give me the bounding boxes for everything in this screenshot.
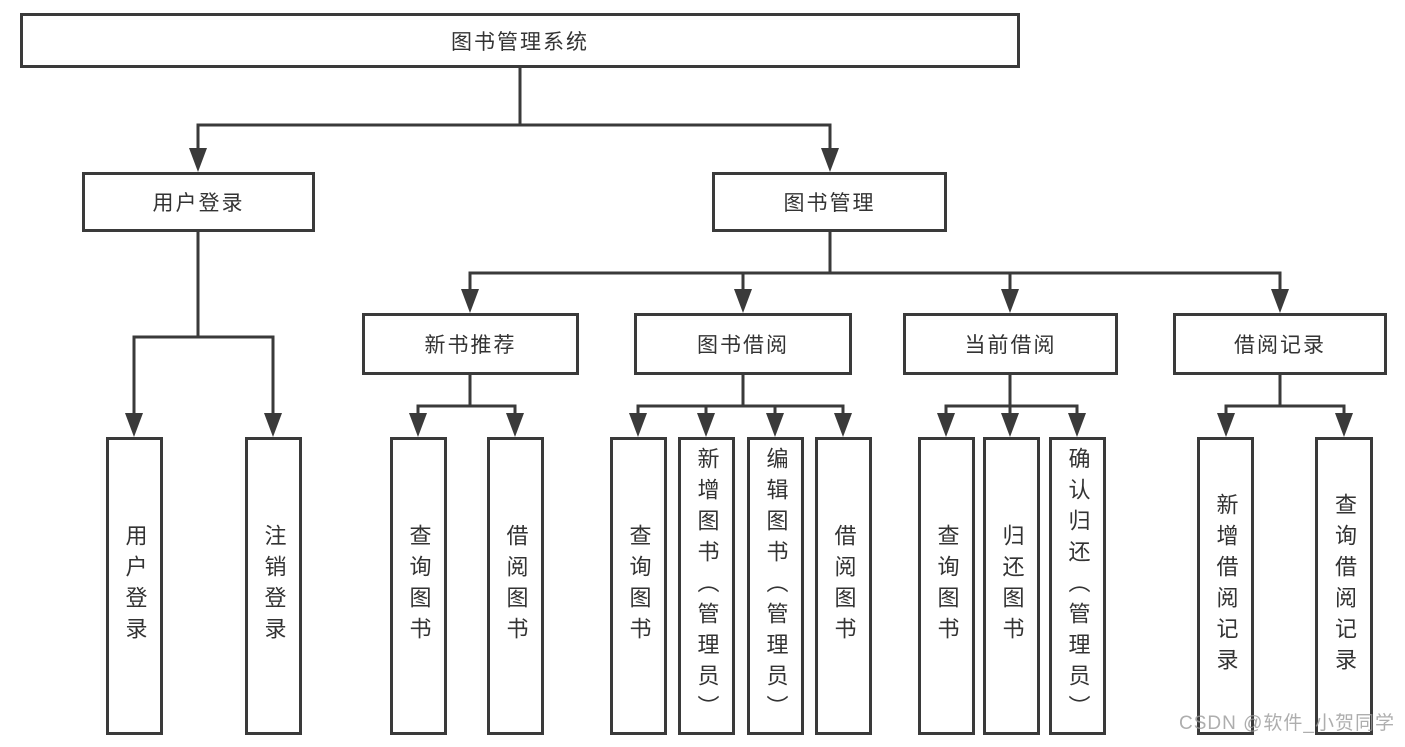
- arrowhead-icon: [937, 413, 955, 437]
- arrowhead-icon: [697, 413, 715, 437]
- node-edit-books-admin: 编辑图书（管理员）: [747, 437, 804, 735]
- node-label: 新书推荐: [424, 334, 517, 357]
- node-label: 确认归还（管理员）: [1065, 446, 1091, 726]
- node-user-login-leaf: 用户登录: [106, 437, 163, 735]
- arrowhead-icon: [264, 413, 282, 437]
- node-return-books: 归还图书: [983, 437, 1040, 735]
- node-label: 查询图书: [626, 524, 652, 648]
- arrowhead-icon: [766, 413, 784, 437]
- arrowhead-icon: [189, 148, 207, 172]
- arrowhead-icon: [506, 413, 524, 437]
- node-label: 借阅记录: [1234, 334, 1326, 357]
- node-new-book-recommendation: 新书推荐: [362, 313, 579, 375]
- node-label: 当前借阅: [964, 334, 1057, 357]
- node-book-management-branch: 图书管理: [712, 172, 947, 232]
- arrowhead-icon: [1068, 413, 1086, 437]
- arrowhead-icon: [1271, 289, 1289, 313]
- node-label: 归还图书: [999, 524, 1025, 648]
- arrowhead-icon: [734, 289, 752, 313]
- node-label: 查询图书: [934, 524, 960, 648]
- node-label: 图书借阅: [697, 334, 789, 357]
- arrowhead-icon: [1335, 413, 1353, 437]
- node-confirm-return-admin: 确认归还（管理员）: [1049, 437, 1106, 735]
- node-query-borrow-record: 查询借阅记录: [1315, 437, 1373, 735]
- node-label: 图书管理: [783, 192, 876, 215]
- node-label: 借阅图书: [503, 524, 529, 648]
- arrowhead-icon: [821, 148, 839, 172]
- node-borrow-books-recommendation: 借阅图书: [487, 437, 544, 735]
- node-query-books-recommendation: 查询图书: [390, 437, 447, 735]
- node-label: 图书管理系统: [451, 30, 589, 54]
- node-label: 新增图书（管理员）: [694, 446, 720, 726]
- node-label: 借阅图书: [831, 524, 857, 648]
- node-borrow-books-leaf: 借阅图书: [815, 437, 872, 735]
- node-label: 查询借阅记录: [1332, 493, 1357, 679]
- arrowhead-icon: [1217, 413, 1235, 437]
- node-add-books-admin: 新增图书（管理员）: [678, 437, 735, 735]
- node-user-login-branch: 用户登录: [82, 172, 315, 232]
- node-label: 注销登录: [261, 524, 287, 648]
- node-library-management-system: 图书管理系统: [20, 13, 1020, 68]
- node-logout-leaf: 注销登录: [245, 437, 302, 735]
- node-label: 编辑图书（管理员）: [763, 446, 789, 726]
- node-borrowing-records: 借阅记录: [1173, 313, 1387, 375]
- arrowhead-icon: [125, 413, 143, 437]
- node-book-borrowing: 图书借阅: [634, 313, 852, 375]
- node-label: 查询图书: [406, 524, 432, 648]
- arrowhead-icon: [409, 413, 427, 437]
- arrowhead-icon: [834, 413, 852, 437]
- node-current-borrowing: 当前借阅: [903, 313, 1118, 375]
- node-label: 用户登录: [122, 524, 148, 648]
- node-add-borrow-record: 新增借阅记录: [1197, 437, 1254, 735]
- arrowhead-icon: [629, 413, 647, 437]
- node-query-books-borrowing: 查询图书: [610, 437, 667, 735]
- csdn-watermark: CSDN @软件_小贺同学: [1179, 713, 1395, 734]
- node-label: 用户登录: [152, 192, 245, 215]
- node-query-books-current: 查询图书: [918, 437, 975, 735]
- arrowhead-icon: [1001, 289, 1019, 313]
- arrowhead-icon: [1001, 413, 1019, 437]
- node-label: 新增借阅记录: [1213, 493, 1239, 679]
- arrowhead-icon: [461, 289, 479, 313]
